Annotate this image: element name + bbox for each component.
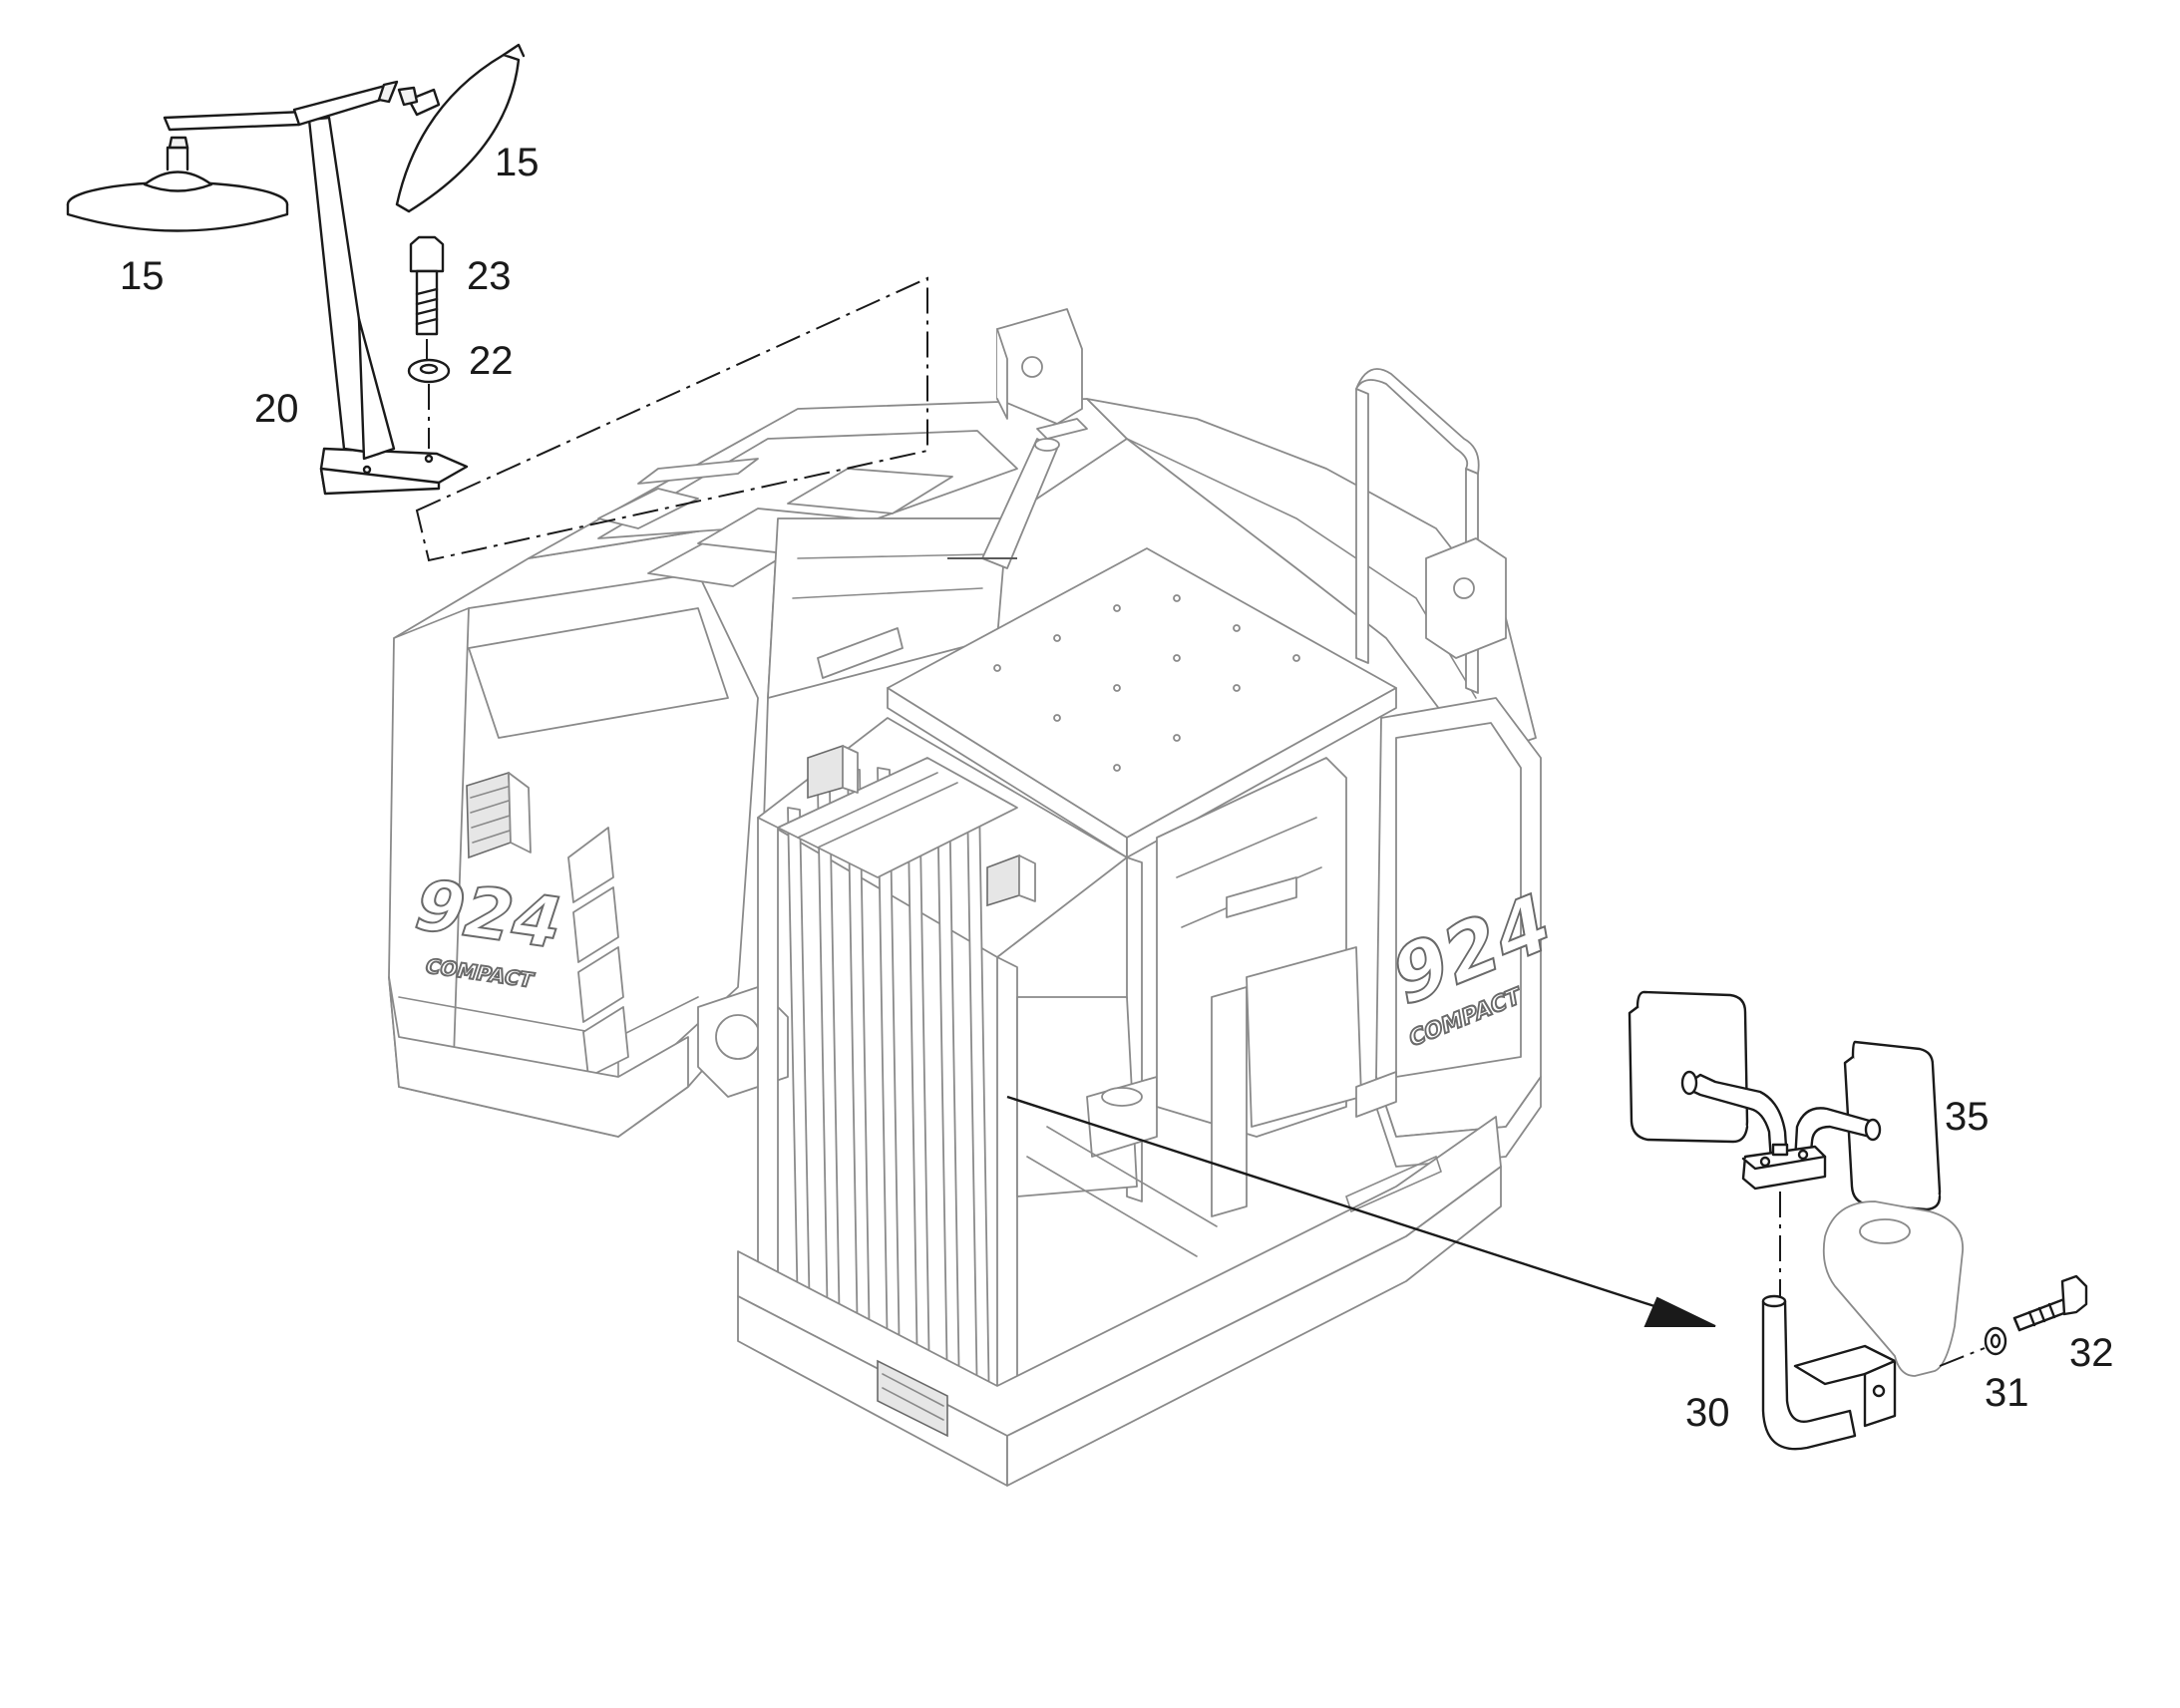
part-30-mirror-arm-bracket <box>1761 1294 1897 1451</box>
roof-bolts <box>993 594 1300 772</box>
part-35-rect-mirror-left <box>1628 990 1749 1144</box>
part-20-mirror-bracket <box>163 80 469 496</box>
part-15-round-mirror-right <box>395 43 526 213</box>
machine-cab-frame <box>737 547 1502 1487</box>
part-22-washer <box>407 358 451 449</box>
right-handrail <box>1355 368 1507 694</box>
callout-32-bolt: 32 <box>2069 1331 2114 1375</box>
base-step-grille <box>877 1359 948 1438</box>
part-15-round-mirror-left <box>66 136 289 232</box>
callout-15-right-mirror: 15 <box>495 141 540 184</box>
hood-model-number: 924 <box>404 865 573 964</box>
hood-grille <box>466 771 532 859</box>
mirror-mounting-plate <box>1822 1200 1986 1377</box>
part-35-mirror-arms <box>1680 1070 1882 1296</box>
hood-louvres <box>567 827 629 1078</box>
machine-upper-structure: 924 COMPACT <box>388 308 1556 1168</box>
callout-22-washer: 22 <box>469 339 514 383</box>
callout-labels: 15 15 23 22 20 35 30 31 32 <box>120 141 2114 1435</box>
top-bracket <box>996 308 1088 440</box>
part-23-bolt <box>409 235 445 359</box>
cab-work-lights <box>807 744 1036 907</box>
callout-23-bolt: 23 <box>467 254 512 298</box>
part-31-washer <box>1984 1326 2007 1356</box>
assembly-arrow <box>1006 1095 1716 1327</box>
mounting-reference-line <box>415 276 928 562</box>
part-32-bolt <box>2012 1274 2088 1332</box>
callout-15-left-mirror: 15 <box>120 254 165 298</box>
callout-30-arm-bracket: 30 <box>1685 1391 1730 1435</box>
callout-35-mirrors: 35 <box>1945 1095 1990 1139</box>
hood-model-lettering: 924 <box>403 864 574 965</box>
callout-31-washer: 31 <box>1985 1371 2029 1415</box>
callout-20-bracket: 20 <box>254 387 299 431</box>
front-guard <box>777 757 1018 1412</box>
